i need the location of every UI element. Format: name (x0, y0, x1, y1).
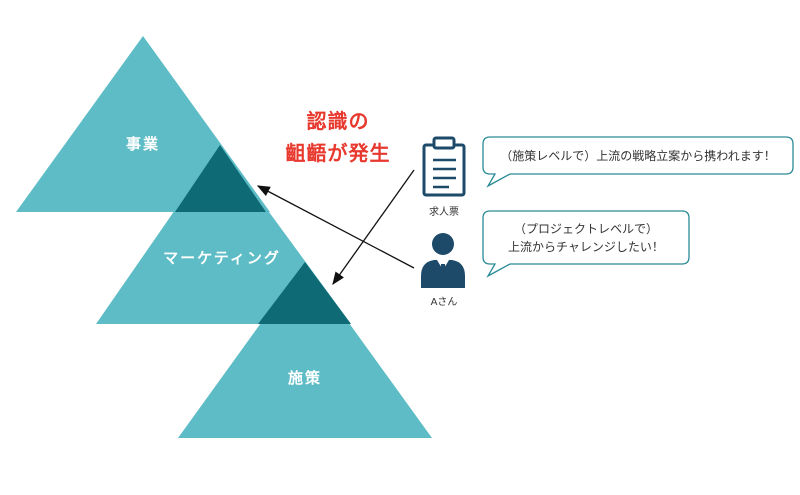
clipboard-icon (422, 136, 466, 197)
arrow-person-to-business-overlap (256, 185, 415, 269)
person-icon (421, 233, 465, 288)
job-posting-caption: 求人票 (429, 206, 459, 218)
overlap-marketing-measures (258, 262, 351, 324)
job-speech-bubble (482, 136, 794, 188)
pyramid-marketing (96, 145, 351, 324)
person-caption: Aさん (431, 296, 458, 308)
pyramid-business-label: 事業 (126, 135, 160, 153)
pyramid-measures (178, 262, 432, 438)
headline-line2: 齟齬が発生 (286, 141, 391, 165)
overlap-business-marketing (175, 145, 266, 212)
person-speech-bubble (482, 210, 690, 278)
pyramid-measures-label: 施策 (288, 369, 322, 387)
person-bubble-line1: （プロジェクトレベルで） (514, 222, 658, 236)
pyramid-marketing-label: マーケティング (163, 249, 281, 267)
arrow-job-to-marketing-overlap (332, 169, 415, 286)
headline-line1: 認識の (307, 109, 370, 133)
person-bubble-line2: 上流からチャレンジしたい！ (508, 240, 664, 254)
job-bubble-text: （施策レベルで）上流の戦略立案から携われます！ (500, 148, 775, 163)
